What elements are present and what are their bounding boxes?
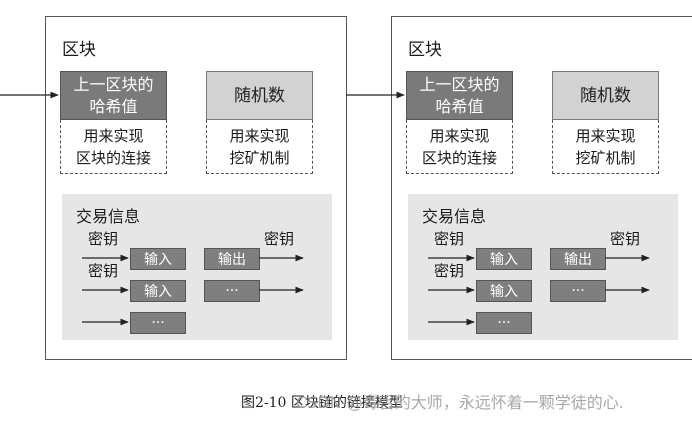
input-box: 输入 xyxy=(130,280,186,302)
transaction-title: 交易信息 xyxy=(76,207,141,226)
input-box: ··· xyxy=(476,312,532,334)
note-line: 挖矿机制 xyxy=(575,148,636,167)
block-2: 区块 上一区块的 哈希值 随机数 用来实现 区块的连接 用来实现 挖矿机制 交易… xyxy=(391,16,692,360)
nonce-box: 随机数 xyxy=(206,71,313,120)
nonce-note: 用来实现 挖矿机制 xyxy=(206,120,313,174)
note-line: 区块的连接 xyxy=(421,148,497,167)
note-line: 挖矿机制 xyxy=(229,148,290,167)
key-label: 密钥 xyxy=(88,230,119,248)
prev-hash-box: 上一区块的 哈希值 xyxy=(60,71,167,120)
input-box: 输入 xyxy=(130,248,186,270)
output-box: 输出 xyxy=(204,248,260,270)
input-box: ··· xyxy=(130,312,186,334)
block-title: 区块 xyxy=(408,40,442,60)
output-box: ··· xyxy=(550,280,606,302)
key-label: 密钥 xyxy=(434,230,465,248)
prev-hash-line: 上一区块的 xyxy=(419,74,500,94)
prev-hash-line: 上一区块的 xyxy=(73,74,154,94)
prev-hash-line: 哈希值 xyxy=(435,96,484,116)
nonce-box: 随机数 xyxy=(552,71,659,120)
note-line: 用来实现 xyxy=(575,126,636,145)
figure-caption: 图2-10 区块链的链接模型 xyxy=(241,395,403,411)
key-label: 密钥 xyxy=(88,262,119,280)
transaction-title: 交易信息 xyxy=(422,207,487,226)
block-title: 区块 xyxy=(62,40,96,60)
output-box: ··· xyxy=(204,280,260,302)
prev-hash-line: 哈希值 xyxy=(89,96,138,116)
prev-hash-note: 用来实现 区块的连接 xyxy=(60,120,167,174)
key-label: 密钥 xyxy=(610,230,641,248)
note-line: 用来实现 xyxy=(83,126,144,145)
transaction-panel: 交易信息 输入 输入 ··· 输出 ··· 密钥 密钥 密钥 xyxy=(62,194,332,340)
input-box: 输入 xyxy=(476,280,532,302)
key-label: 密钥 xyxy=(264,230,295,248)
prev-hash-note: 用来实现 区块的连接 xyxy=(406,120,513,174)
note-line: 用来实现 xyxy=(429,126,490,145)
key-label: 密钥 xyxy=(434,262,465,280)
nonce-note: 用来实现 挖矿机制 xyxy=(552,120,659,174)
block-1: 区块 上一区块的 哈希值 随机数 用来实现 区块的连接 用来实现 挖矿机制 交易… xyxy=(45,16,347,360)
prev-hash-box: 上一区块的 哈希值 xyxy=(406,71,513,120)
note-line: 区块的连接 xyxy=(75,148,151,167)
transaction-panel: 交易信息 输入 输入 ··· 输出 ··· 密钥 密钥 密钥 xyxy=(408,194,678,340)
input-box: 输入 xyxy=(476,248,532,270)
note-line: 用来实现 xyxy=(229,126,290,145)
watermark: CSDN @毒舌的大师，永远怀着一颗学徒的心. xyxy=(296,393,624,412)
output-box: 输出 xyxy=(550,248,606,270)
